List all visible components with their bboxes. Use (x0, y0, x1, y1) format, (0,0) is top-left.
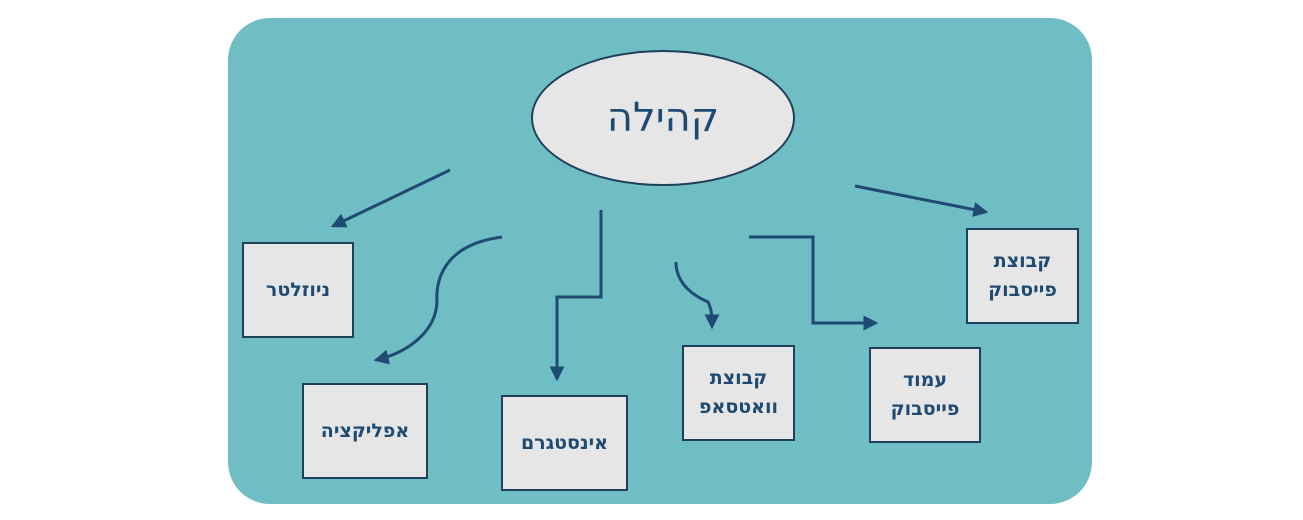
arrow-to-whatsapp-group (674, 261, 720, 330)
facebook-group-box: קבוצת פייסבוק (966, 228, 1079, 324)
arrow-to-newsletter (330, 168, 451, 228)
newsletter-box: ניוזלטר (242, 242, 354, 338)
whatsapp-group-label: קבוצת וואטסאפ (698, 367, 779, 418)
arrow-to-facebook-page (749, 235, 879, 331)
arrow-to-app (373, 235, 503, 365)
community-hub: קהילה (531, 50, 795, 186)
facebook-page-label: עמוד פייסבוק (890, 369, 960, 420)
newsletter-label: ניוזלטר (265, 278, 331, 301)
whatsapp-group-box: קבוצת וואטסאפ (682, 345, 795, 441)
arrow-to-instagram (549, 210, 603, 382)
community-hub-label: קהילה (606, 95, 720, 141)
facebook-page-box: עמוד פייסבוק (869, 347, 981, 443)
instagram-label: אינסטגרם (520, 431, 608, 454)
arrow-to-facebook-group (854, 184, 989, 217)
facebook-group-label: קבוצת פייסבוק (988, 250, 1057, 301)
app-label: אפליקציה (320, 419, 410, 442)
instagram-box: אינסטגרם (501, 395, 628, 491)
app-box: אפליקציה (302, 383, 428, 479)
